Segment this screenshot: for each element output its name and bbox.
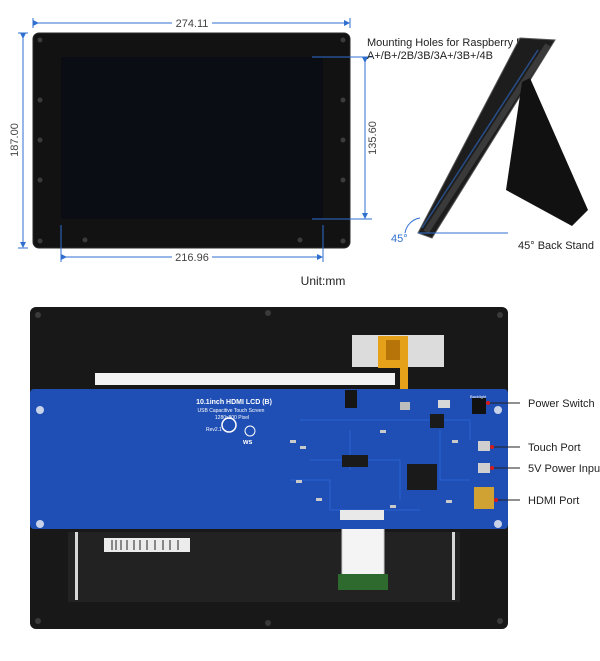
- angle-label: 45°: [391, 233, 408, 245]
- unit-label: Unit:mm: [301, 274, 346, 288]
- power-usb-port: [478, 463, 490, 473]
- power-input-label: 5V Power Input: [528, 463, 600, 475]
- display-area: [61, 57, 323, 219]
- power-switch: [472, 398, 486, 414]
- main-chip: [407, 464, 437, 490]
- lcd-ribbon: [341, 527, 385, 579]
- pcb-rev: Rev2.1: [206, 427, 222, 433]
- housing-screws: [35, 310, 503, 626]
- ws-logo-icon: [221, 417, 237, 433]
- hdmi-connector: [474, 487, 494, 509]
- callout-dots: [486, 401, 498, 502]
- hdmi-port-label: HDMI Port: [528, 495, 579, 507]
- touch-usb-port: [478, 441, 490, 451]
- pcb-mounting-holes: [36, 406, 502, 528]
- touch-port-label: Touch Port: [528, 442, 581, 454]
- back-stand-label: 45° Back Stand: [518, 240, 594, 252]
- pcb-line3: 1280x800 Pixel: [215, 415, 249, 421]
- screen-height-dimension: 135.60: [367, 121, 379, 155]
- front-view: [32, 32, 351, 249]
- screen-width-dimension: 216.96: [175, 252, 209, 264]
- driver-board: [30, 389, 508, 529]
- side-view: [404, 37, 588, 239]
- bezel-screws: [37, 37, 346, 244]
- pcb-backlight: Backlight: [470, 394, 487, 399]
- pcb: [30, 389, 508, 529]
- pcb-line2: USB Capacitive Touch Screen: [198, 408, 265, 414]
- height-dimension: 187.00: [9, 123, 21, 157]
- pcb-brand: ws: [242, 439, 252, 446]
- power-switch-label: Power Switch: [528, 398, 595, 410]
- ce-rohs-icon: [244, 425, 256, 437]
- mounting-holes-label-line1: Mounting Holes for Raspberry Pi: [367, 37, 526, 49]
- callout-lines: [488, 402, 520, 501]
- pcb-title: 10.1inch HDMI LCD (B): [196, 399, 272, 406]
- width-dimension: 274.11: [176, 18, 209, 30]
- back-stand: [506, 78, 588, 226]
- mounting-holes-label-line2: A+/B+/2B/3B/3A+/3B+/4B: [367, 50, 493, 62]
